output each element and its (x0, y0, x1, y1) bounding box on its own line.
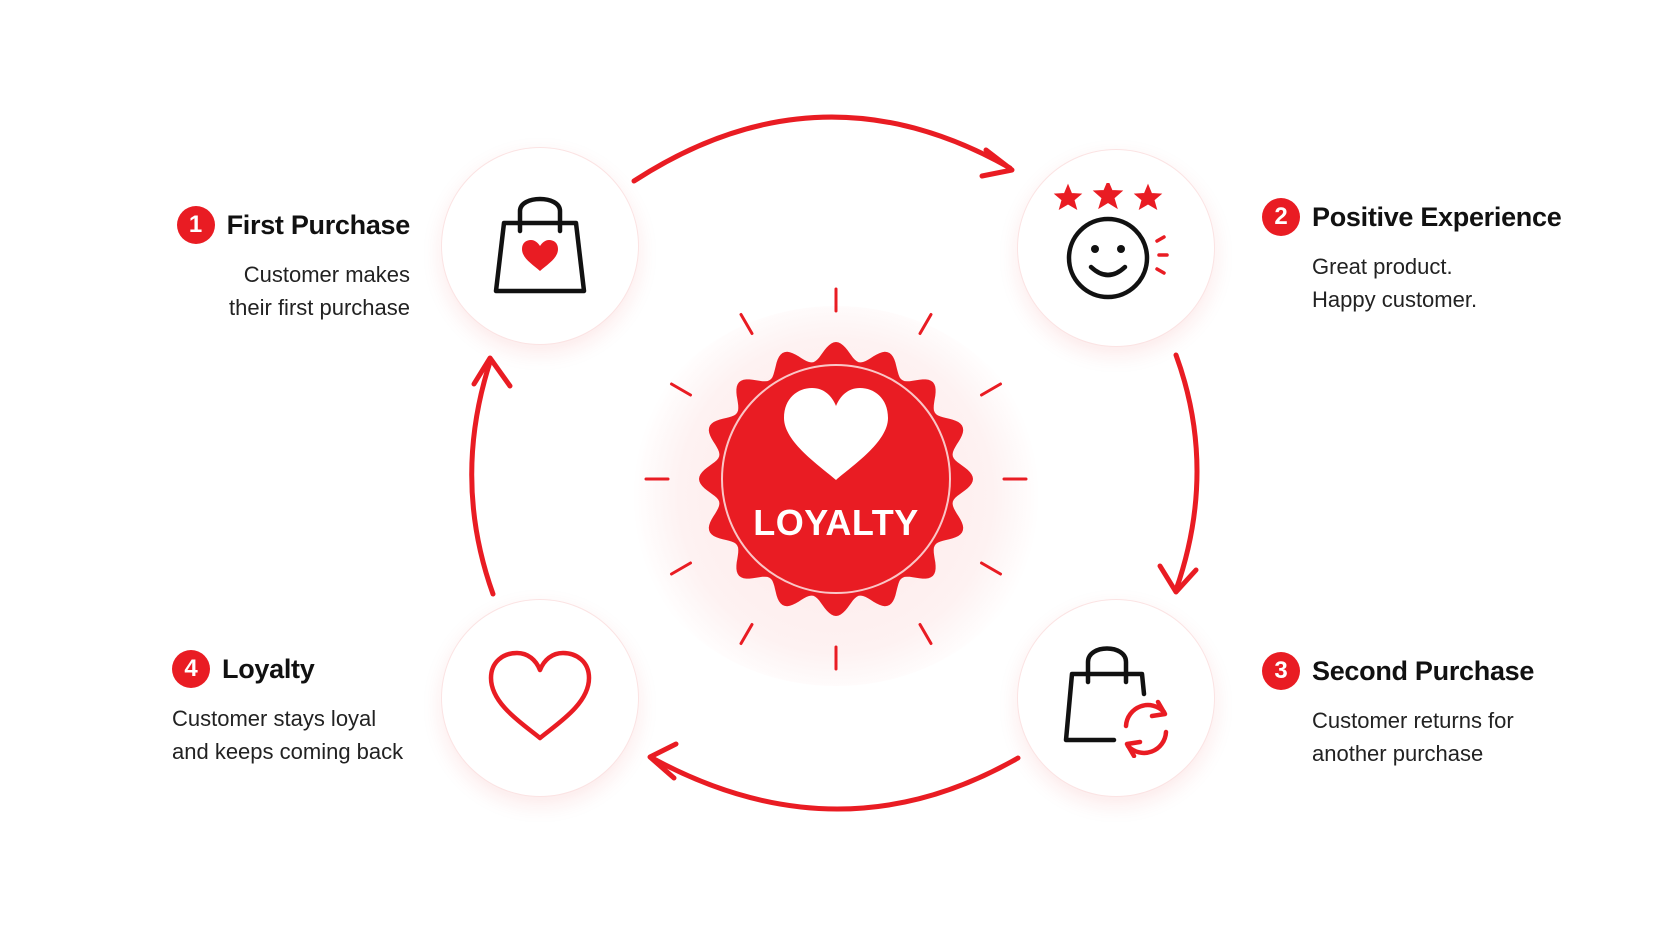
badge-inner-ring (721, 364, 951, 594)
arrow-4-to-1 (469, 359, 496, 597)
arrow-1-to-2-head (979, 147, 1015, 179)
step-description-line: and keeps coming back (172, 739, 404, 764)
loyalty-badge (644, 287, 1028, 671)
shopping-bag-heart-icon (493, 196, 587, 294)
step-title: First Purchase (226, 209, 411, 240)
step-description: Customer stays loyal and keeps coming ba… (172, 702, 403, 768)
badge-label: LOYALTY (753, 502, 919, 543)
badge-ray (739, 623, 754, 645)
badge-ray (980, 561, 1002, 576)
arrow-4-to-1-head (471, 355, 513, 389)
step-number-badge: 1 (176, 206, 215, 244)
step-title: Loyalty (222, 653, 315, 684)
step-description-line: another purchase (1312, 741, 1484, 766)
arrow-1-to-2 (631, 114, 1013, 184)
step-number-badge: 2 (1262, 198, 1300, 236)
badge-ray (980, 382, 1002, 397)
step-loyalty: 4 Loyalty Customer stays loyal and keeps… (172, 650, 403, 768)
step-second-purchase: 3 Second Purchase Customer returns for a… (1262, 652, 1534, 770)
heart-icon (784, 388, 888, 480)
arrow-2-to-3 (1173, 352, 1200, 593)
badge-ray (918, 623, 933, 645)
step-title: Second Purchase (1312, 655, 1535, 686)
arrow-2-to-3-head (1157, 563, 1199, 595)
badge-ray (670, 382, 692, 397)
step-description-line: Customer stays loyal (172, 706, 377, 731)
badge-ray (670, 561, 692, 576)
step-description-line: Great product. (1312, 254, 1453, 279)
step-description-line: Customer returns for (1312, 708, 1514, 733)
step-number-badge: 3 (1262, 652, 1300, 690)
badge-ray (739, 313, 754, 335)
step-first-purchase: 1 First Purchase Customer makes their fi… (176, 206, 411, 324)
shopping-bag-repeat-icon (1063, 646, 1169, 758)
node-positive-experience (1018, 150, 1214, 346)
step-description: Great product. Happy customer. (1312, 250, 1561, 316)
step-number-badge: 4 (172, 650, 210, 688)
smiley-stars-icon (1053, 183, 1169, 300)
step-title: Positive Experience (1312, 201, 1562, 232)
step-description: Customer returns for another purchase (1312, 704, 1534, 770)
step-description: Customer makes their first purchase (177, 258, 410, 324)
badge-rays (644, 287, 1028, 671)
arrow-3-to-4-head (647, 741, 679, 781)
step-description-line: their first purchase (229, 295, 410, 320)
node-loyalty (442, 600, 638, 796)
arrow-3-to-4 (649, 755, 1021, 812)
step-positive-experience: 2 Positive Experience Great product. Hap… (1262, 198, 1562, 316)
badge-ray (918, 313, 933, 335)
node-second-purchase (1018, 600, 1214, 796)
node-first-purchase (442, 148, 638, 344)
heart-outline-icon (488, 650, 592, 741)
step-description-line: Customer makes (243, 262, 410, 287)
step-description-line: Happy customer. (1312, 287, 1478, 312)
